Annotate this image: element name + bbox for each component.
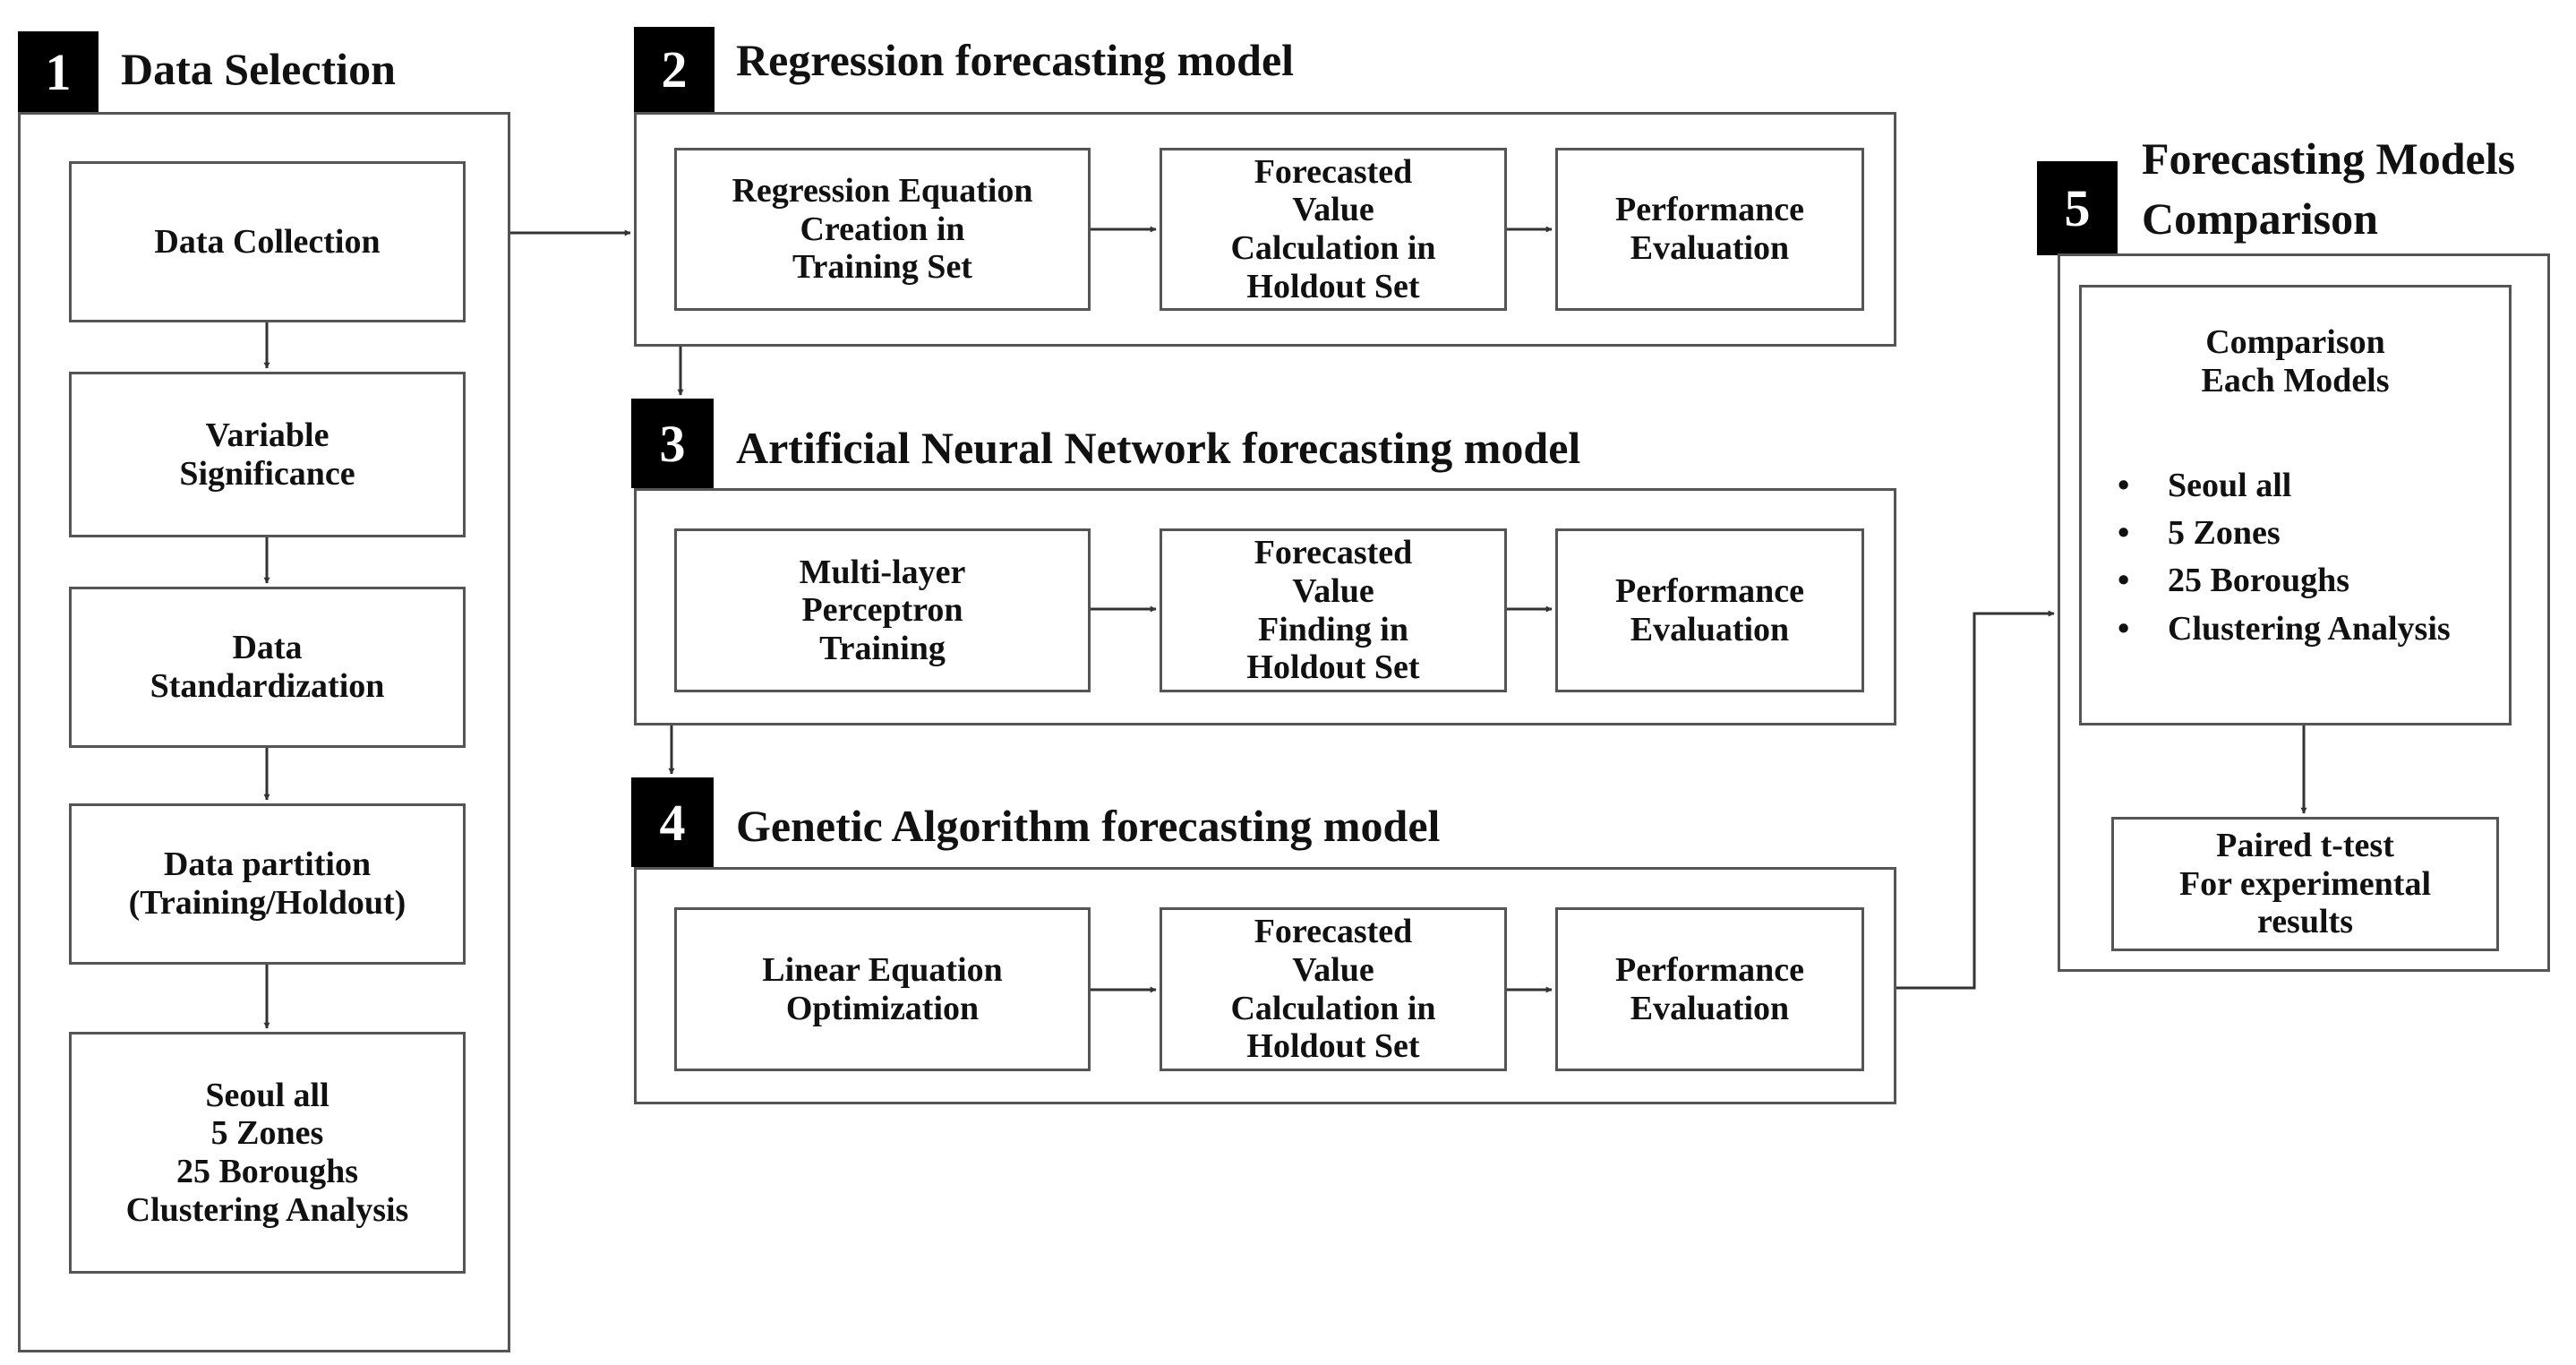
linear-equation-box: Linear Equation Optimization: [674, 907, 1091, 1071]
comparison-box: Comparison Each Models Seoul all 5 Zones…: [2079, 285, 2512, 725]
ann-forecast-box: Forecasted Value Finding in Holdout Set: [1160, 528, 1507, 692]
regression-performance-box: Performance Evaluation: [1555, 148, 1864, 311]
paired-ttest-box: Paired t-test For experimental results: [2111, 817, 2499, 951]
comparison-scope-list: Seoul all 5 Zones 25 Boroughs Clustering…: [2118, 462, 2451, 653]
seoul-scope-box: Seoul all 5 Zones 25 Boroughs Clustering…: [69, 1032, 466, 1274]
section-1-title: Data Selection: [121, 44, 396, 94]
bullet-clustering-analysis: Clustering Analysis: [2118, 605, 2451, 653]
section-5-number: 5: [2037, 161, 2118, 255]
mlp-training-box: Multi-layer Perceptron Training: [674, 528, 1091, 692]
section-2-number: 2: [634, 27, 715, 112]
ga-forecast-box: Forecasted Value Calculation in Holdout …: [1160, 907, 1507, 1071]
data-partition-box: Data partition (Training/Holdout): [69, 803, 466, 965]
data-collection-box: Data Collection: [69, 161, 466, 322]
section-5-title-line1: Forecasting Models: [2142, 133, 2516, 184]
ga-performance-box: Performance Evaluation: [1555, 907, 1864, 1071]
bullet-5-zones: 5 Zones: [2118, 510, 2451, 557]
section-4-title: Genetic Algorithm forecasting model: [736, 801, 1441, 851]
regression-forecast-box: Forecasted Value Calculation in Holdout …: [1160, 148, 1507, 311]
section-1-number: 1: [18, 31, 98, 112]
variable-significance-box: Variable Significance: [69, 372, 466, 537]
section-3-number: 3: [631, 399, 714, 488]
section-4-number: 4: [631, 777, 714, 867]
comparison-title: Comparison Each Models: [2201, 323, 2390, 399]
section-3-title: Artificial Neural Network forecasting mo…: [736, 423, 1581, 473]
ann-performance-box: Performance Evaluation: [1555, 528, 1864, 692]
data-standardization-box: Data Standardization: [69, 587, 466, 748]
arrow-s4-to-s5: [1896, 610, 2055, 990]
section-5-title-line2: Comparison: [2142, 193, 2378, 244]
regression-equation-box: Regression Equation Creation in Training…: [674, 148, 1091, 311]
section-2-title: Regression forecasting model: [736, 35, 1295, 85]
bullet-25-boroughs: 25 Boroughs: [2118, 557, 2451, 605]
bullet-seoul-all: Seoul all: [2118, 462, 2451, 510]
